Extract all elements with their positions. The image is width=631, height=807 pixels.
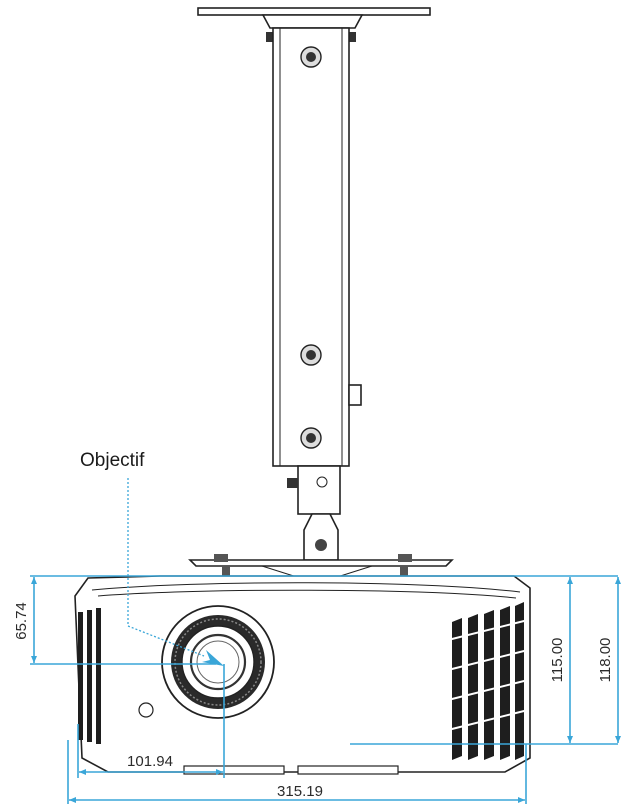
dim-total-width: 315.19 <box>277 783 323 800</box>
column-knob-bottom <box>300 427 322 449</box>
dim-total-height: 118.00 <box>597 638 614 683</box>
lower-joint <box>297 465 341 515</box>
dimension-lines <box>30 478 621 804</box>
dim-lens-offset: 101.94 <box>127 753 173 770</box>
joint-screw <box>287 478 298 488</box>
column-knob-middle <box>300 344 322 366</box>
dim-lens-height: 65.74 <box>13 602 30 640</box>
left-grille <box>78 608 101 744</box>
dim-body-height: 115.00 <box>549 638 566 683</box>
top-bolt-right <box>348 32 356 42</box>
arrow-pointer-icon <box>202 650 224 666</box>
ceiling-plate <box>197 7 431 16</box>
side-clip <box>348 384 362 406</box>
ir-sensor <box>138 702 154 718</box>
bracket-plate <box>188 559 454 567</box>
lens-callout-leader <box>127 478 205 657</box>
ball-joint <box>303 513 339 561</box>
top-bolt-left <box>266 32 274 42</box>
right-vents <box>447 602 529 760</box>
mount-flange <box>261 14 364 29</box>
ceiling-mount <box>188 7 454 579</box>
column-knob-top <box>300 46 322 68</box>
lens-callout-label: Objectif <box>80 450 145 471</box>
projector-body <box>74 575 531 775</box>
mount-column <box>272 27 350 467</box>
